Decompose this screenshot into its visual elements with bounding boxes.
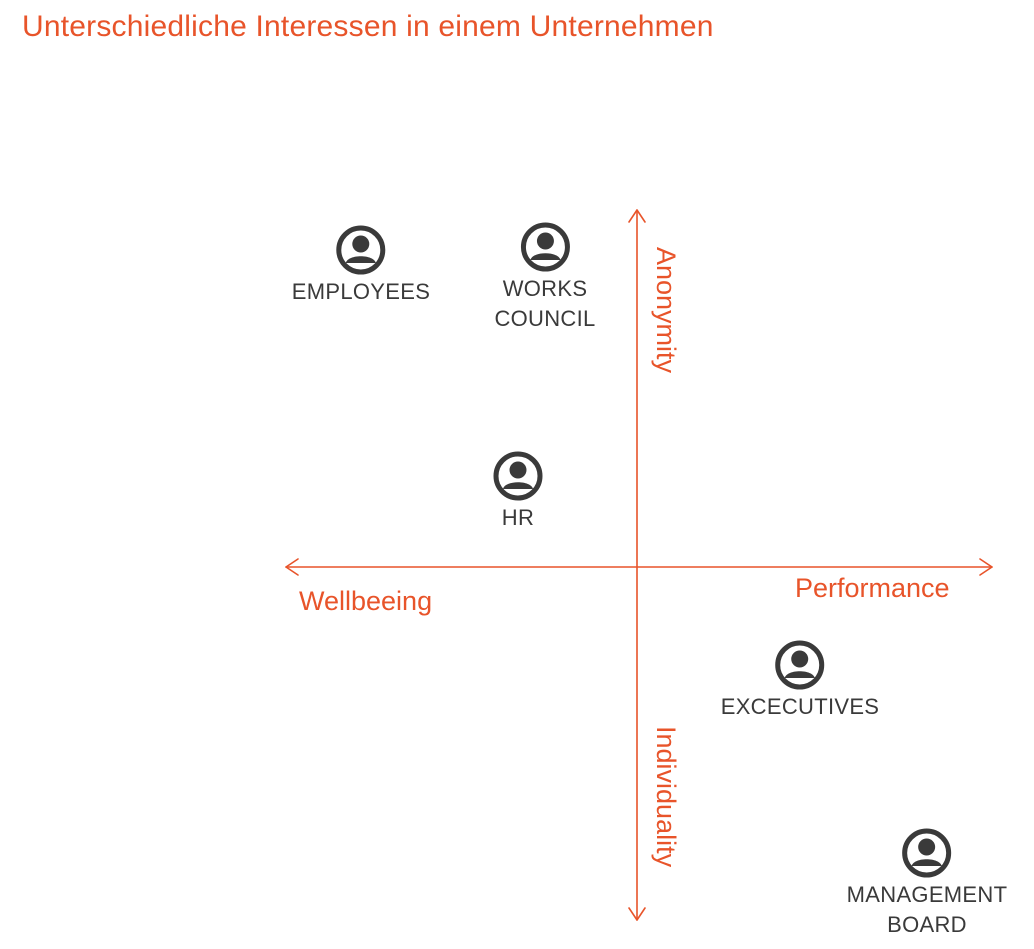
bottom-arrowhead bbox=[628, 907, 646, 921]
axis-label-right: Performance bbox=[795, 573, 950, 603]
person-icon bbox=[775, 640, 825, 690]
left-arrowhead bbox=[285, 558, 299, 576]
stakeholder-excecutives: EXCECUTIVES bbox=[721, 640, 880, 722]
stakeholder-label-line: WORKS bbox=[502, 276, 588, 301]
stakeholder-label-line: HR bbox=[501, 505, 535, 530]
axis-label-top: Anonymity bbox=[651, 247, 681, 374]
stakeholder-label-line: EMPLOYEES bbox=[291, 279, 431, 304]
diagram-title: Unterschiedliche Interessen in einem Unt… bbox=[22, 10, 714, 43]
stakeholder-label-line: COUNCIL bbox=[494, 306, 596, 331]
stakeholder-hr: HR bbox=[493, 451, 543, 533]
stakeholder-label-line: EXCECUTIVES bbox=[720, 694, 880, 719]
person-icon bbox=[520, 222, 570, 272]
stakeholder-management-board: MANAGEMENT BOARD bbox=[847, 828, 1008, 940]
person-icon bbox=[902, 828, 952, 878]
top-arrowhead bbox=[628, 209, 646, 223]
stakeholder-employees: EMPLOYEES bbox=[292, 225, 430, 307]
stakeholder-label-line: BOARD bbox=[887, 912, 967, 937]
person-icon bbox=[493, 451, 543, 501]
stakeholder-label-line: MANAGEMENT bbox=[846, 882, 1008, 907]
right-arrowhead bbox=[979, 558, 993, 576]
person-icon bbox=[336, 225, 386, 275]
axis-label-left: Wellbeeing bbox=[299, 586, 433, 616]
stakeholder-works-council: WORKS COUNCIL bbox=[494, 222, 595, 334]
axis-label-bottom: Individuality bbox=[651, 726, 681, 868]
